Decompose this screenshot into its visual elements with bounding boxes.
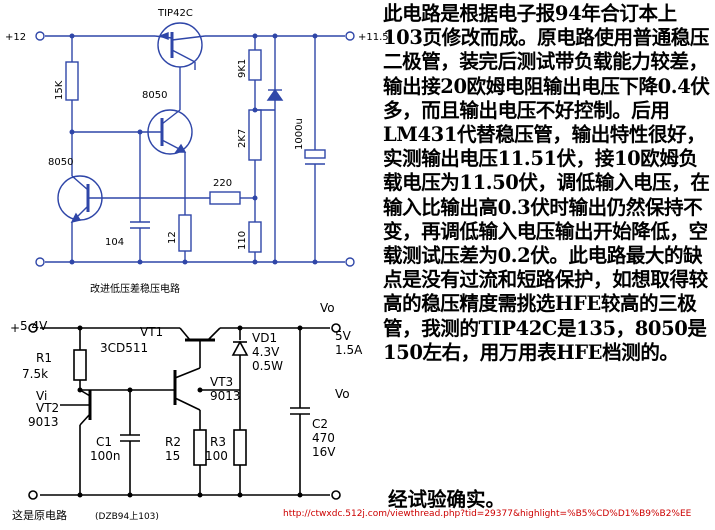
tip42c-label: TIP42C xyxy=(157,8,193,19)
vd1-power: 0.5W xyxy=(252,359,283,373)
vo-15a-label: 1.5A xyxy=(335,343,363,357)
conclusion-text: 经试验确实。 xyxy=(388,488,506,511)
r3-label: R3 xyxy=(210,435,226,449)
vd1-voltage: 4.3V xyxy=(252,345,280,359)
c2-value1: 470 xyxy=(312,431,335,445)
r-220-label: 220 xyxy=(213,178,232,189)
r-9k1-label: 9K1 xyxy=(237,59,248,78)
original-circuit-svg: + 5.4V Vo 5V 1.5A Vo VT1 3CD511 R1 7.5k … xyxy=(10,301,363,522)
vt1-part-label: 3CD511 xyxy=(100,341,148,355)
r1-label: R1 xyxy=(36,351,52,365)
input-label: +12 xyxy=(5,32,26,43)
vi-label: Vi xyxy=(36,389,47,403)
r2-label: R2 xyxy=(165,435,181,449)
bottom-source: (DZB94上103) xyxy=(95,511,159,522)
r2-value: 15 xyxy=(165,449,180,463)
vd1-label: VD1 xyxy=(252,331,277,345)
vin-plus: + xyxy=(10,321,20,335)
vin-label: 5.4V xyxy=(20,319,48,333)
bottom-caption: 这是原电路 xyxy=(12,508,67,522)
top-caption: 改进低压差稳压电路 xyxy=(90,282,180,295)
original-circuit-schematic: + 5.4V Vo 5V 1.5A Vo VT1 3CD511 R1 7.5k … xyxy=(0,300,375,526)
q-8050-left-label: 8050 xyxy=(48,157,73,168)
c2-label: C2 xyxy=(312,417,328,431)
r3-value: 100 xyxy=(205,449,228,463)
c-104-label: 104 xyxy=(105,237,124,248)
description-text: 此电路是根据电子报94年合订本上103页修改而成。原电路使用普通稳压二极管，装完… xyxy=(383,2,713,365)
c1-label: C1 xyxy=(96,435,112,449)
source-url[interactable]: http://ctwxdc.512j.com/viewthread.php?ti… xyxy=(283,509,692,519)
vt1-label: VT1 xyxy=(140,325,163,339)
description-paragraph: 此电路是根据电子报94年合订本上103页修改而成。原电路使用普通稳压二极管，装完… xyxy=(383,2,710,364)
vt3-label: VT3 xyxy=(210,375,233,389)
improved-regulator-svg: +12 +11.5 TIP42C 8050 8050 15K 9K1 2K7 2… xyxy=(5,8,389,295)
vt3-part-label: 9013 xyxy=(210,389,241,403)
r-110-label: 110 xyxy=(237,231,248,250)
r-15k-label: 15K xyxy=(54,80,65,100)
vt2-part-label: 9013 xyxy=(28,415,59,429)
c-1000u-label: 1000u xyxy=(294,118,305,150)
r1-value: 7.5k xyxy=(22,367,48,381)
r-2k7-label: 2K7 xyxy=(237,129,248,148)
vt2-label: VT2 xyxy=(36,401,59,415)
improved-regulator-schematic: +12 +11.5 TIP42C 8050 8050 15K 9K1 2K7 2… xyxy=(0,0,389,300)
output-label: +11.5 xyxy=(358,32,389,43)
vo-top-label: Vo xyxy=(320,301,335,315)
c1-value: 100n xyxy=(90,449,121,463)
c2-value2: 16V xyxy=(312,445,336,459)
q-8050-mid-label: 8050 xyxy=(142,90,167,101)
r-12-label: 12 xyxy=(167,231,178,244)
vo-5v-label: 5V xyxy=(335,329,352,343)
vo-mid-label: Vo xyxy=(335,387,350,401)
